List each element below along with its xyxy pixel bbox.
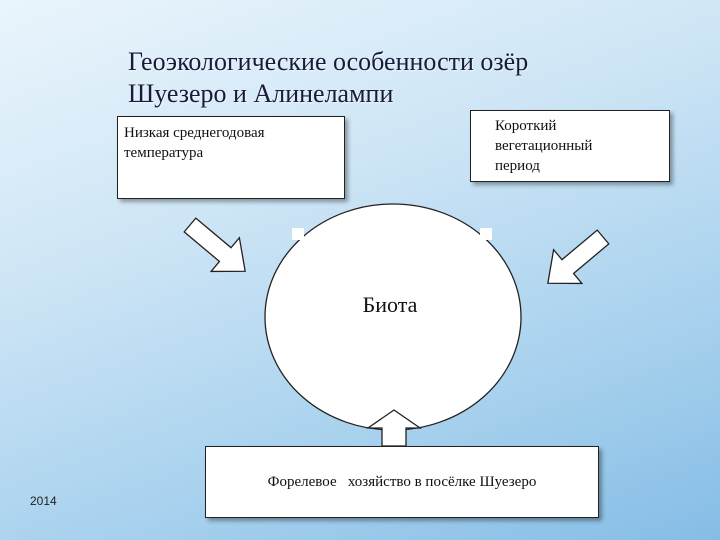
arrow-bottom [365, 409, 423, 447]
factor-box-trout-farm: Форелевое хозяйство в посёлке Шуезеро [205, 446, 599, 518]
circle-mask-left [292, 228, 304, 240]
factor-right-line-2: вегетационный [495, 138, 593, 154]
factor-left-line-2: температура [124, 145, 204, 161]
footer-year: 2014 [30, 494, 57, 508]
title-line-2: Шуезеро и Алинелампи [128, 79, 394, 108]
factor-right-line-3: период [495, 158, 540, 174]
factor-left-line-1: Низкая среднегодовая [124, 125, 265, 141]
biota-label: Биота [362, 292, 418, 317]
page-title: Геоэкологические особенности озёр Шуезер… [128, 46, 648, 110]
circle-mask-right [480, 228, 492, 240]
title-line-1: Геоэкологические особенности озёр [128, 47, 529, 76]
factor-box-temperature: Низкая среднегодовая температура [117, 116, 345, 199]
factor-right-line-1: Короткий [495, 118, 557, 134]
arrow-right [547, 229, 610, 285]
factor-bottom-label: Форелевое хозяйство в посёлке Шуезеро [267, 474, 537, 490]
factor-box-vegetation-period: Короткий вегетационный период [470, 110, 670, 182]
arrow-left [183, 217, 246, 273]
